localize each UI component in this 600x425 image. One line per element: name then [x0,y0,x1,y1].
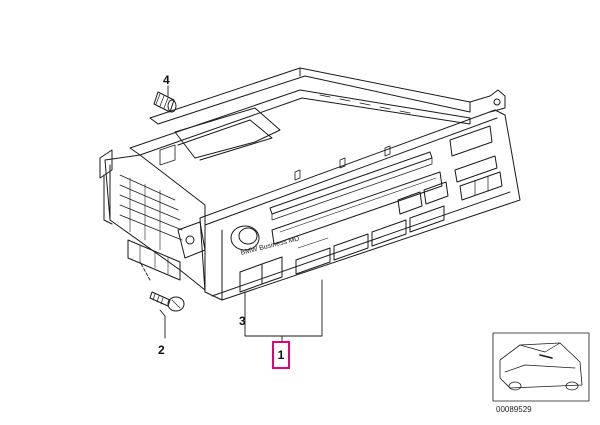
callout-part-4[interactable]: 4 [163,73,170,87]
radio-chassis [99,67,506,291]
callout-part-2[interactable]: 2 [158,343,165,357]
diagram-reference-code: 00089529 [496,405,532,414]
callout-part-1-highlighted[interactable]: 1 [272,341,290,369]
leader-lines [139,85,323,342]
callout-part-3[interactable]: 3 [239,314,246,328]
part-2-screw [149,291,185,312]
part-4-sleeve [153,91,177,113]
vehicle-location-thumbnail [492,332,590,402]
radio-front-panel [199,109,521,301]
